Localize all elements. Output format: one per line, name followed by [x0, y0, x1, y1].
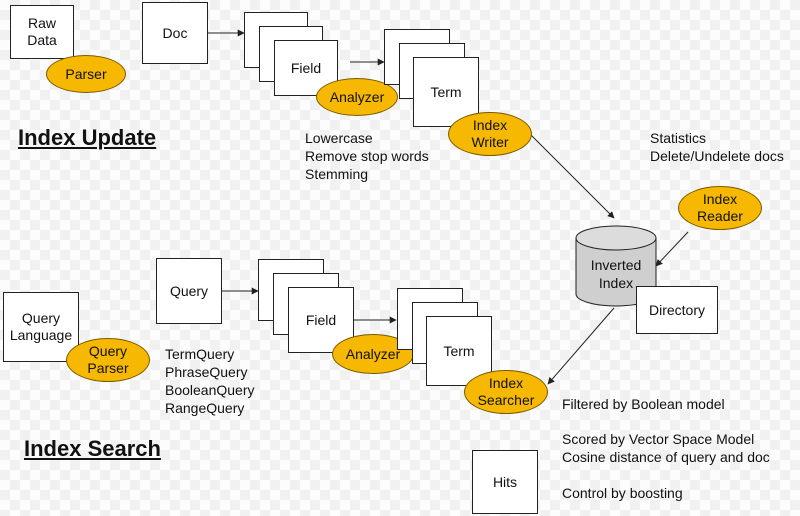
- scored-note: Scored by Vector Space Model Cosine dist…: [562, 431, 770, 465]
- boosting-note: Control by boosting: [562, 485, 683, 501]
- parser-ellipse: Parser: [46, 55, 126, 93]
- index-writer-ellipse: Index Writer: [448, 112, 532, 156]
- arrow-reader-to-index: [655, 231, 689, 267]
- query-language-box: Query Language: [3, 292, 79, 362]
- index-searcher-ellipse: Index Searcher: [464, 370, 548, 414]
- raw-data-box: Raw Data: [10, 5, 74, 59]
- search-term-box: Term: [426, 316, 492, 386]
- arrow-index-to-searcher: [547, 307, 615, 385]
- index-search-title: Index Search: [24, 436, 161, 461]
- doc-box: Doc: [142, 2, 208, 64]
- query-box: Query: [156, 258, 222, 324]
- index-update-title: Index Update: [18, 125, 157, 150]
- query-types-list: TermQuery PhraseQuery BooleanQuery Range…: [165, 346, 255, 416]
- inverted-index-label: Inverted Index: [590, 257, 642, 291]
- analyzer-notes: Lowercase Remove stop words Stemming: [305, 130, 429, 182]
- query-parser-ellipse: Query Parser: [66, 338, 150, 382]
- index-reader-ellipse: Index Reader: [678, 186, 762, 230]
- statistics-notes: Statistics Delete/Undelete docs: [650, 130, 784, 164]
- filtered-note: Filtered by Boolean model: [562, 396, 725, 412]
- arrow-writer-to-index: [529, 133, 615, 219]
- hits-box: Hits: [472, 450, 538, 514]
- directory-box: Directory: [636, 286, 718, 334]
